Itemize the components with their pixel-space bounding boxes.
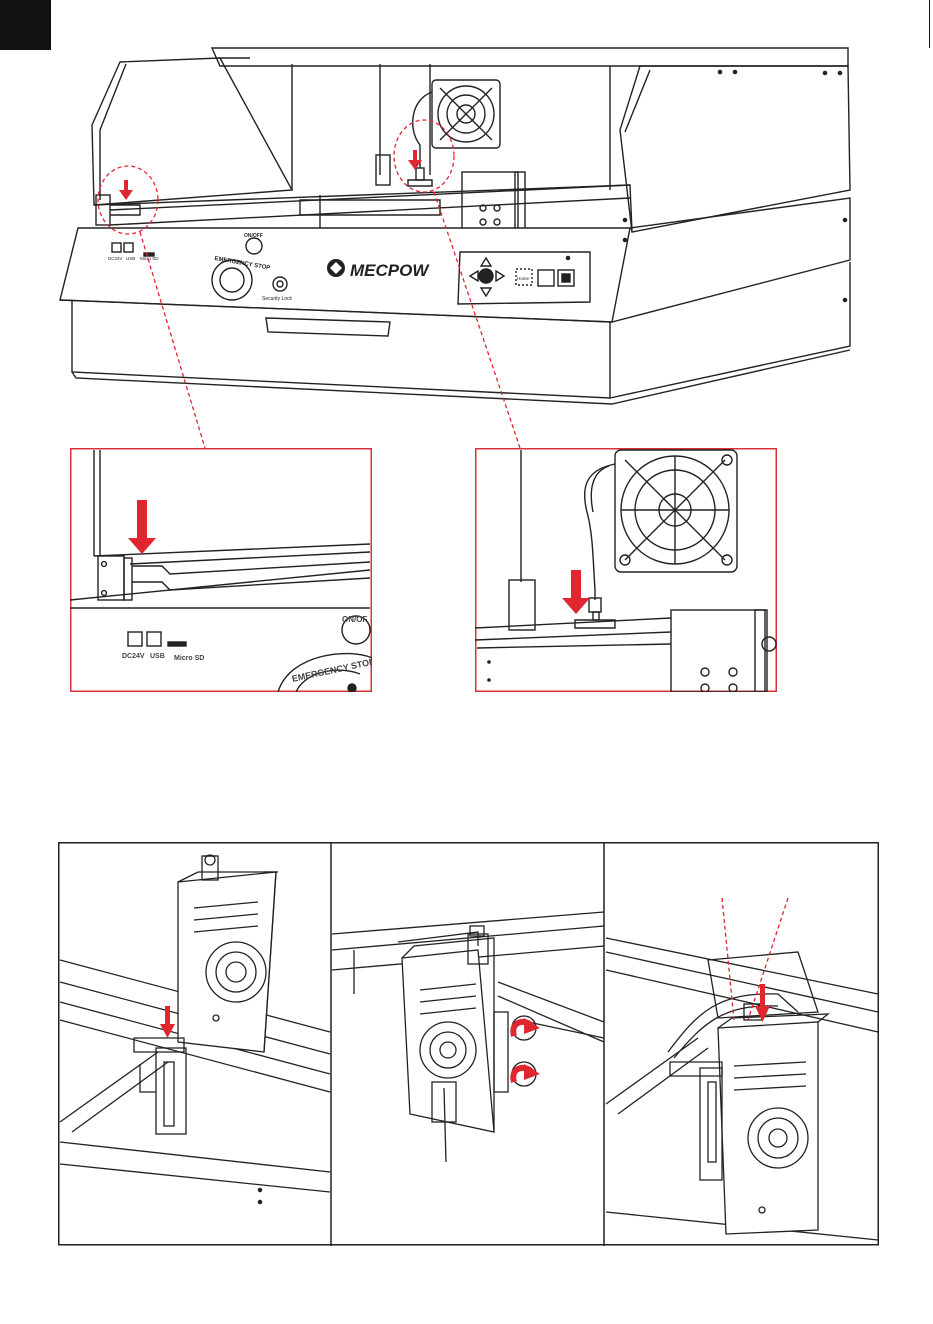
control-home-label: Home xyxy=(517,276,530,281)
detail-power-button-label: ON/OF xyxy=(342,615,367,624)
detail-port-usb-label: USB xyxy=(150,653,165,660)
front-port-dc-label: DC24V xyxy=(108,256,123,261)
assembly-steps-panel xyxy=(58,842,880,1246)
machine-overview-illustration: MECPOW DC24V USB Micro SD ON/OFF EMERGEN… xyxy=(0,0,933,450)
detail-port-dc-label: DC24V xyxy=(122,653,145,660)
brand-logo-mark xyxy=(327,259,345,277)
front-security-lock-label: Security Lock xyxy=(262,296,293,302)
front-power-button-label: ON/OFF xyxy=(244,233,263,239)
detail-view-bracket: DC24V USB Micro SD ON/OF EMERGENCY STOP xyxy=(70,448,372,692)
brand-logo-text: MECPOW xyxy=(350,261,430,280)
front-port-usb-label: USB xyxy=(126,256,135,261)
detail-view-air-nozzle xyxy=(475,448,777,692)
front-port-sd-label: Micro SD xyxy=(140,256,159,261)
detail-port-sd-label: Micro SD xyxy=(174,655,204,662)
